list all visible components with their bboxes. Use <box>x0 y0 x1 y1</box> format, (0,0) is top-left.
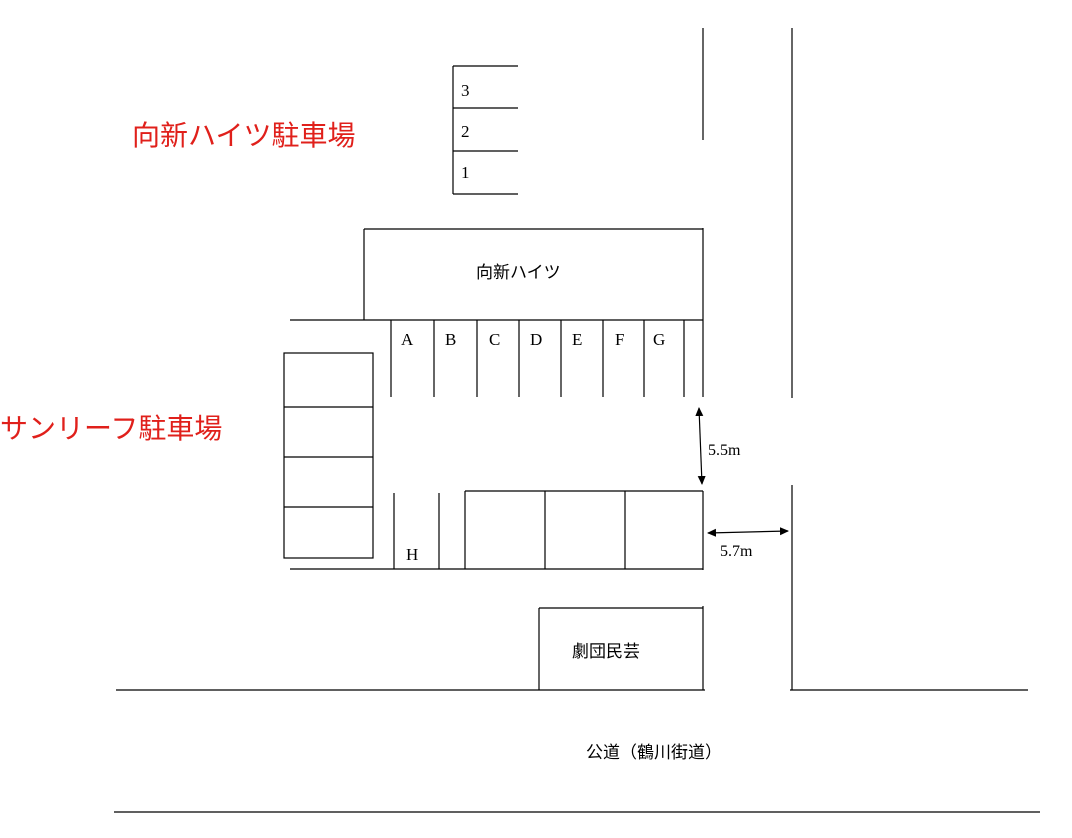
side-road <box>702 28 793 690</box>
gekidan-mingei-building: 劇団民芸 <box>538 607 703 690</box>
public-road-label: 公道（鶴川街道） <box>586 743 722 762</box>
parking-slot: G <box>653 330 665 349</box>
entrance-width-label: 5.7m <box>720 543 753 560</box>
parking-slot: D <box>530 330 542 349</box>
aisle-width-label: 5.5m <box>708 442 741 459</box>
mukaishin-small-lot: 3 2 1 <box>452 65 518 195</box>
small-lot-slot: 3 <box>461 81 470 100</box>
gekidan-mingei-label: 劇団民芸 <box>572 642 640 661</box>
parking-slot: B <box>445 330 456 349</box>
parking-slot: C <box>489 330 500 349</box>
main-parking-row: A B C D E F G <box>290 319 703 397</box>
mukaishin-parking-title: 向新ハイツ駐車場 <box>132 119 355 152</box>
small-lot-slot: 1 <box>461 163 470 182</box>
parking-slot: A <box>401 330 414 349</box>
mukaishin-heights-label: 向新ハイツ <box>476 263 561 282</box>
public-road: 公道（鶴川街道） <box>114 689 1040 813</box>
aisle-width-measure: 5.5m <box>695 407 741 485</box>
mukaishin-heights-building: 向新ハイツ <box>363 228 703 320</box>
left-parking-column <box>283 352 374 559</box>
parking-slot: E <box>572 330 582 349</box>
sunleaf-parking-title: サンリーフ駐車場 <box>0 412 222 445</box>
parking-slot: F <box>615 330 624 349</box>
entrance-width-measure: 5.7m <box>707 527 789 560</box>
lower-parking-row: H <box>290 490 703 570</box>
small-lot-slot: 2 <box>461 122 470 141</box>
parking-slot-h: H <box>406 545 418 564</box>
